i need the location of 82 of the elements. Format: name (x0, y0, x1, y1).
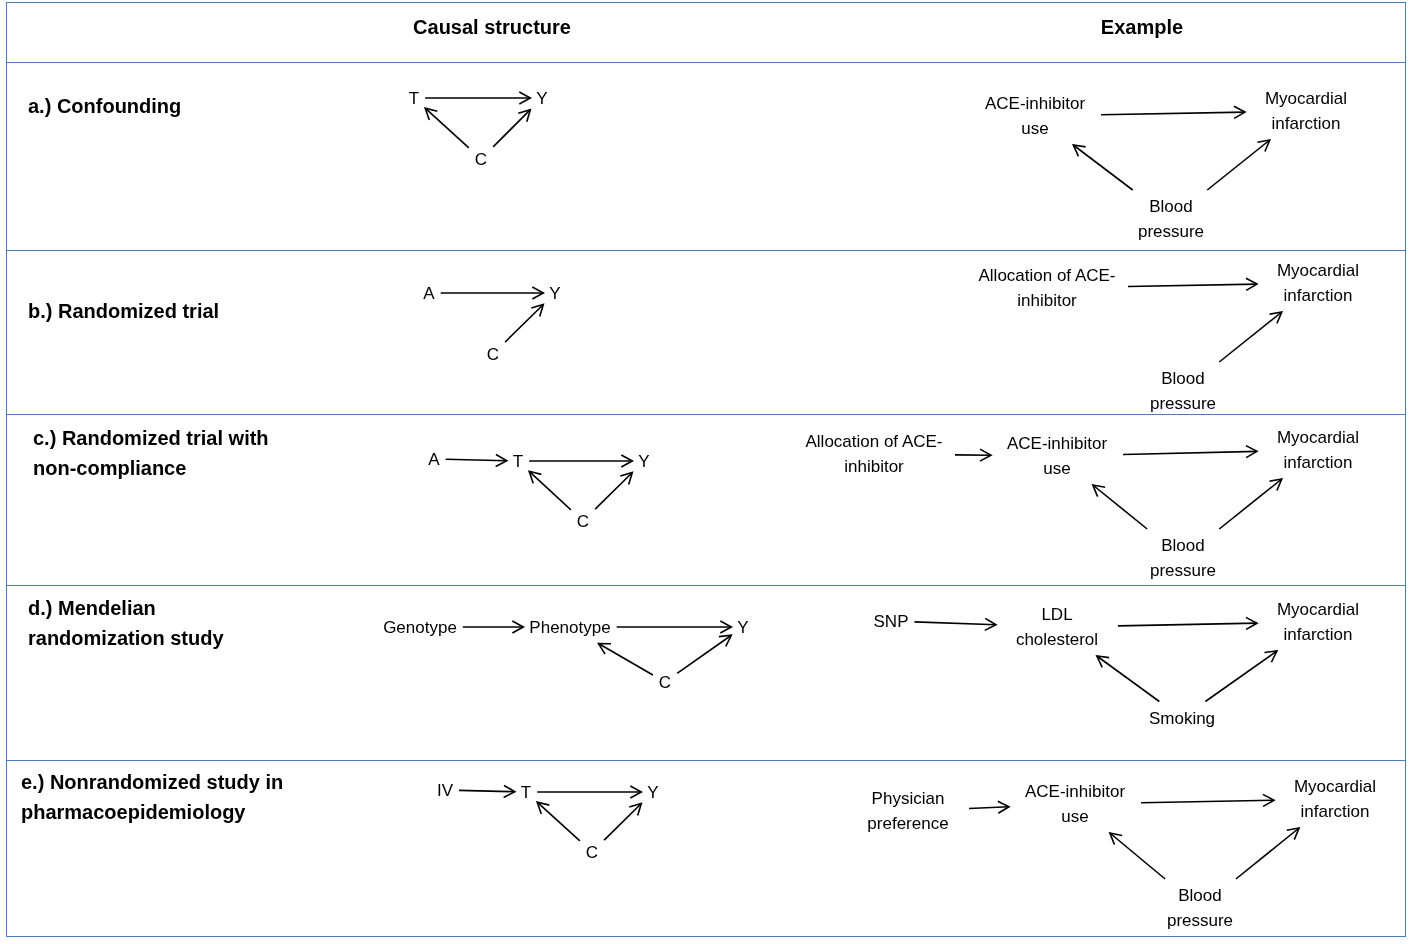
variable-label: C (474, 146, 488, 172)
arrow (603, 802, 643, 841)
variable-label: Y (638, 448, 650, 474)
arrow (676, 634, 733, 675)
variable-label: Myocardial infarction (1251, 86, 1361, 136)
variable-label: Myocardial infarction (1263, 258, 1373, 308)
variable-label: T (408, 85, 420, 111)
variable-label: C (486, 341, 500, 367)
row-heading: b.) Randomized trial (28, 299, 221, 324)
arrow (1122, 444, 1258, 459)
row-heading: c.) Randomized trial with non-compliance (33, 426, 270, 481)
variable-label: Allocation of ACE-inhibitor (972, 263, 1122, 313)
arrow (954, 448, 992, 462)
variable-label: Smoking (1148, 705, 1216, 731)
arrow (536, 785, 643, 799)
row-heading: e.) Nonrandomized study in pharmacoepidemiology (21, 770, 285, 825)
variable-label: Genotype (383, 614, 457, 640)
variable-label: ACE-inhibitor use (1015, 779, 1135, 829)
arrow (1092, 484, 1148, 530)
variable-label: Y (647, 779, 659, 805)
arrow (458, 784, 516, 799)
arrow (1117, 616, 1258, 631)
column-header: Causal structure (413, 15, 571, 39)
variable-label: Blood pressure (1126, 194, 1216, 244)
table-row (6, 760, 1406, 937)
variable-label: IV (436, 777, 454, 803)
variable-label: A (423, 280, 435, 306)
table-row (6, 585, 1406, 761)
variable-label: Y (549, 280, 561, 306)
arrow (528, 454, 634, 468)
table-row (6, 250, 1406, 415)
arrow (1218, 311, 1283, 363)
arrow (1235, 827, 1300, 880)
arrow (1127, 277, 1258, 292)
arrow (597, 642, 654, 676)
variable-label: SNP (873, 608, 909, 634)
arrow (1096, 655, 1161, 703)
variable-label: Blood pressure (1138, 366, 1228, 416)
arrow (594, 471, 634, 510)
table-row (6, 62, 1406, 251)
variable-label: Myocardial infarction (1280, 774, 1390, 824)
arrow (1218, 478, 1283, 530)
arrow (424, 91, 532, 105)
arrow (439, 286, 545, 300)
arrow (968, 800, 1010, 814)
arrow (424, 107, 470, 149)
variable-label: Physician preference (853, 786, 963, 836)
table-row (6, 414, 1406, 586)
arrow (1140, 793, 1275, 808)
arrow (528, 470, 572, 511)
variable-label: ACE-inhibitor use (997, 431, 1117, 481)
variable-label: ACE-inhibitor use (975, 91, 1095, 141)
arrow (462, 620, 525, 634)
arrow (1204, 650, 1278, 703)
variable-label: Myocardial infarction (1263, 597, 1373, 647)
arrow (444, 453, 508, 468)
variable-label: Blood pressure (1155, 883, 1245, 933)
variable-label: Allocation of ACE-inhibitor (799, 429, 949, 479)
variable-label: Myocardial infarction (1263, 425, 1373, 475)
variable-label: A (428, 446, 440, 472)
arrow (492, 108, 532, 148)
row-heading: d.) Mendelian randomization study (28, 596, 225, 651)
variable-label: C (576, 508, 590, 534)
arrow (1100, 105, 1246, 120)
variable-label: Phenotype (529, 614, 611, 640)
arrow (1072, 144, 1134, 191)
variable-label: C (658, 669, 672, 695)
arrow (1109, 832, 1166, 880)
arrow (536, 801, 581, 842)
column-header: Example (1100, 15, 1184, 39)
variable-label: T (520, 779, 532, 805)
variable-label: T (512, 448, 524, 474)
variable-label: Blood pressure (1138, 533, 1228, 583)
variable-label: Y (536, 85, 548, 111)
arrow (615, 620, 733, 634)
arrow (504, 303, 545, 343)
variable-label: Y (737, 614, 749, 640)
row-heading: a.) Confounding (28, 94, 183, 119)
variable-label: C (585, 839, 599, 865)
arrow (913, 617, 997, 632)
arrow (1206, 139, 1271, 191)
variable-label: LDL cholesterol (1002, 602, 1112, 652)
